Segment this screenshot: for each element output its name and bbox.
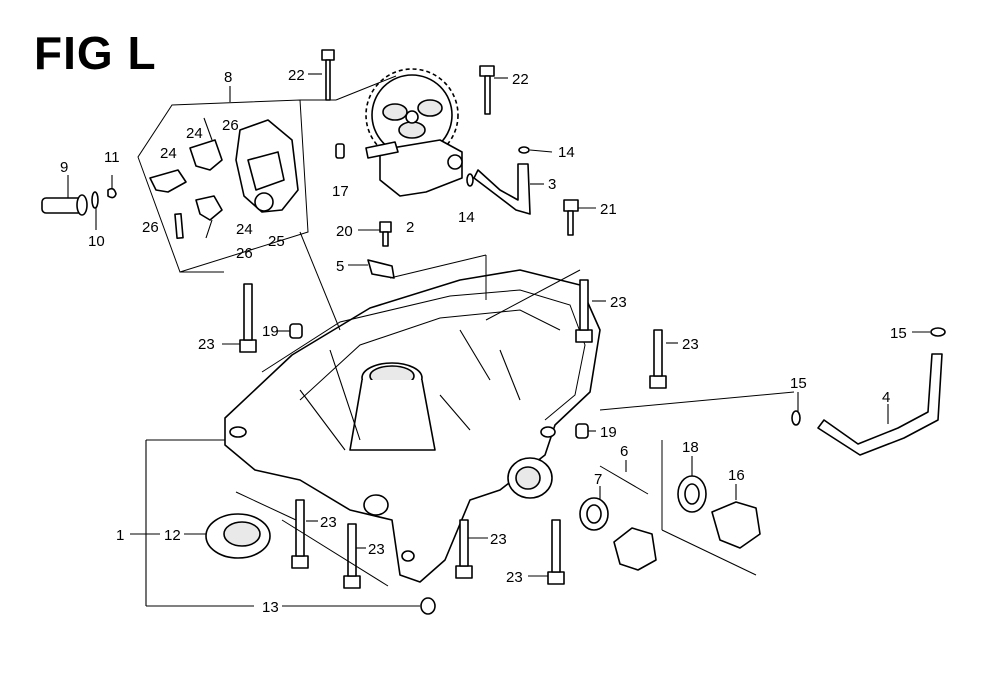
callout-5: 5 xyxy=(336,258,344,275)
callout-2: 2 xyxy=(406,219,414,236)
crankcase-cover xyxy=(224,269,601,583)
callout-26: 26 xyxy=(236,245,253,262)
callout-1: 1 xyxy=(116,527,124,544)
callout-17: 17 xyxy=(332,183,349,200)
governor-box-outline xyxy=(137,99,309,273)
callout-9: 9 xyxy=(60,159,68,176)
callout-23: 23 xyxy=(198,336,215,353)
callout-23: 23 xyxy=(610,294,627,311)
drain-and-pipes xyxy=(205,327,946,615)
callout-15: 15 xyxy=(790,375,807,392)
callout-11: 11 xyxy=(104,149,120,166)
oil-pump-gear xyxy=(321,49,579,279)
callout-18: 18 xyxy=(682,439,699,456)
callout-20: 20 xyxy=(336,223,353,240)
callout-15: 15 xyxy=(890,325,907,342)
figure-title: FIG L xyxy=(34,27,157,79)
callout-26: 26 xyxy=(142,219,159,236)
callout-24: 24 xyxy=(236,221,253,238)
callout-22: 22 xyxy=(512,71,529,88)
callout-23: 23 xyxy=(682,336,699,353)
callout-14: 14 xyxy=(458,209,475,226)
callout-10: 10 xyxy=(88,233,105,250)
governor-assembly xyxy=(41,99,309,273)
callout-19: 19 xyxy=(600,424,617,441)
callout-21: 21 xyxy=(600,201,617,218)
callout-8: 8 xyxy=(224,69,232,86)
callout-7: 7 xyxy=(594,471,602,488)
callout-24: 24 xyxy=(186,125,203,142)
callout-23: 23 xyxy=(506,569,523,586)
callout-22: 22 xyxy=(288,67,305,84)
callout-4: 4 xyxy=(882,389,890,406)
callout-3: 3 xyxy=(548,176,556,193)
callout-13: 13 xyxy=(262,599,279,616)
callout-12: 12 xyxy=(164,527,181,544)
leader-lines xyxy=(67,73,930,607)
callout-23: 23 xyxy=(320,514,337,531)
callout-26: 26 xyxy=(222,117,239,134)
flange-bolts xyxy=(239,279,667,589)
callout-14: 14 xyxy=(558,144,575,161)
callout-23: 23 xyxy=(490,531,507,548)
callout-16: 16 xyxy=(728,467,745,484)
callout-19: 19 xyxy=(262,323,279,340)
callout-24: 24 xyxy=(160,145,177,162)
callout-25: 25 xyxy=(268,233,285,250)
callout-23: 23 xyxy=(368,541,385,558)
callout-6: 6 xyxy=(620,443,628,460)
callout-labels: 22 22 8 26 24 24 9 11 10 26 24 26 25 17 … xyxy=(60,67,907,616)
